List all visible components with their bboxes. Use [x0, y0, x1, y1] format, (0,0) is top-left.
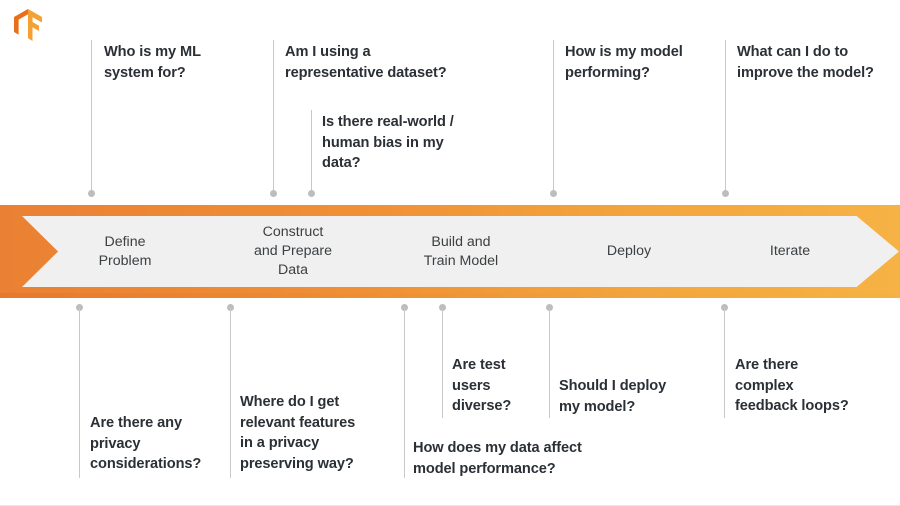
connector-dot-bottom-1 [76, 304, 83, 311]
connector-line-top-2 [273, 40, 274, 192]
connector-line-bottom-2 [230, 308, 231, 478]
pipeline-stage-label: Iterate [769, 243, 811, 260]
connector-dot-top-2 [270, 190, 277, 197]
connector-line-bottom-4 [442, 308, 443, 418]
band-bottom-sheen [0, 293, 900, 298]
connector-dot-top-1 [88, 190, 95, 197]
question-top-how-is-my-model-performing: How is my model performing? [565, 44, 683, 81]
question-bottom-complex-feedback-loops: Are there complex feedback loops? [735, 357, 849, 415]
connector-dot-top-3 [308, 190, 315, 197]
connector-dot-bottom-3 [401, 304, 408, 311]
connector-dot-bottom-6 [721, 304, 728, 311]
connector-line-bottom-3 [404, 308, 405, 478]
pipeline-stage-label: Define Problem [98, 233, 152, 269]
connector-line-top-3 [311, 110, 312, 192]
question-top-real-world-human-bias: Is there real-world / human bias in my d… [322, 114, 454, 172]
connector-line-bottom-6 [724, 308, 725, 418]
connector-line-bottom-1 [79, 308, 80, 478]
question-bottom-privacy-considerations: Are there any privacy considerations? [90, 415, 202, 473]
connector-line-top-5 [725, 40, 726, 192]
connector-line-top-4 [553, 40, 554, 192]
question-bottom-are-test-users-diverse: Are test users diverse? [452, 357, 512, 415]
pipeline-stage-label: Build and Train Model [423, 233, 499, 269]
connector-line-bottom-5 [549, 308, 550, 418]
tensorflow-logo-icon [12, 8, 44, 42]
question-top-what-can-i-do-to-improve: What can I do to improve the model? [737, 44, 874, 81]
pipeline-stage-label: Deploy [606, 243, 652, 260]
connector-dot-bottom-2 [227, 304, 234, 311]
question-top-who-is-my-ml-system-for: Who is my ML system for? [104, 44, 201, 81]
connector-dot-bottom-5 [546, 304, 553, 311]
connector-line-top-1 [91, 40, 92, 192]
connector-dot-top-4 [550, 190, 557, 197]
question-bottom-relevant-features-privacy: Where do I get relevant features in a pr… [240, 394, 356, 473]
pipeline-stage-iterate[interactable]: Iterate [687, 216, 899, 287]
pipeline-stage-label: Construct and Prepare Data [253, 224, 333, 278]
question-bottom-how-does-data-affect-performance: How does my data affect model performanc… [413, 440, 582, 477]
question-top-am-i-using-representative-dataset: Am I using a representative dataset? [285, 44, 447, 81]
connector-dot-bottom-4 [439, 304, 446, 311]
connector-dot-top-5 [722, 190, 729, 197]
question-bottom-should-i-deploy-my-model: Should I deploy my model? [559, 378, 667, 415]
